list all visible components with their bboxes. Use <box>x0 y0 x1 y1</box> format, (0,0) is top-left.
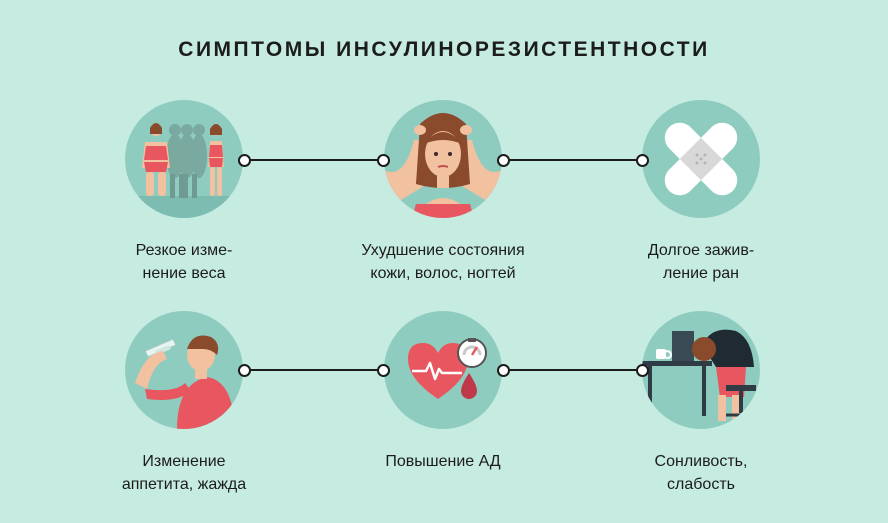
symptom-circle-appetite <box>125 311 243 429</box>
connector-line-4 <box>503 369 642 371</box>
symptom-circle-fatigue <box>642 311 760 429</box>
bandage-icon <box>664 122 738 196</box>
connector-dot <box>377 154 390 167</box>
symptom-label-appetite: Изменение аппетита, жажда <box>121 453 247 493</box>
connector-dot <box>497 364 510 377</box>
heart-pressure-icon <box>408 338 487 399</box>
connector-dot <box>238 364 251 377</box>
connector-line-1 <box>245 159 383 161</box>
connector-line-2 <box>503 159 642 161</box>
symptom-circle-wounds <box>642 100 760 218</box>
connector-line-3 <box>245 369 383 371</box>
symptom-label-fatigue: Сонливость, слабость <box>654 453 748 493</box>
woman-hair-icon <box>384 113 502 218</box>
symptom-circle-weight <box>125 100 243 218</box>
connector-dot <box>377 364 390 377</box>
connector-dot <box>497 154 510 167</box>
connector-dot <box>636 364 649 377</box>
weight-change-icon <box>125 123 243 218</box>
symptom-label-pressure: Повышение АД <box>385 453 501 470</box>
man-drinking-icon <box>135 335 235 429</box>
page-title: СИМПТОМЫ ИНСУЛИНОРЕЗИСТЕНТНОСТИ <box>178 38 710 61</box>
symptom-label-skin-hair: Ухудшение состояния кожи, волос, ногтей <box>361 242 525 282</box>
connector-dot <box>238 154 251 167</box>
symptom-circle-skin-hair <box>384 100 502 218</box>
connector-dot <box>636 154 649 167</box>
symptom-label-weight: Резкое изме- нение веса <box>135 242 233 282</box>
symptom-label-wounds: Долгое зажив- ление ран <box>647 242 755 282</box>
symptom-circle-pressure <box>384 311 502 429</box>
tired-woman-desk-icon <box>642 329 756 421</box>
